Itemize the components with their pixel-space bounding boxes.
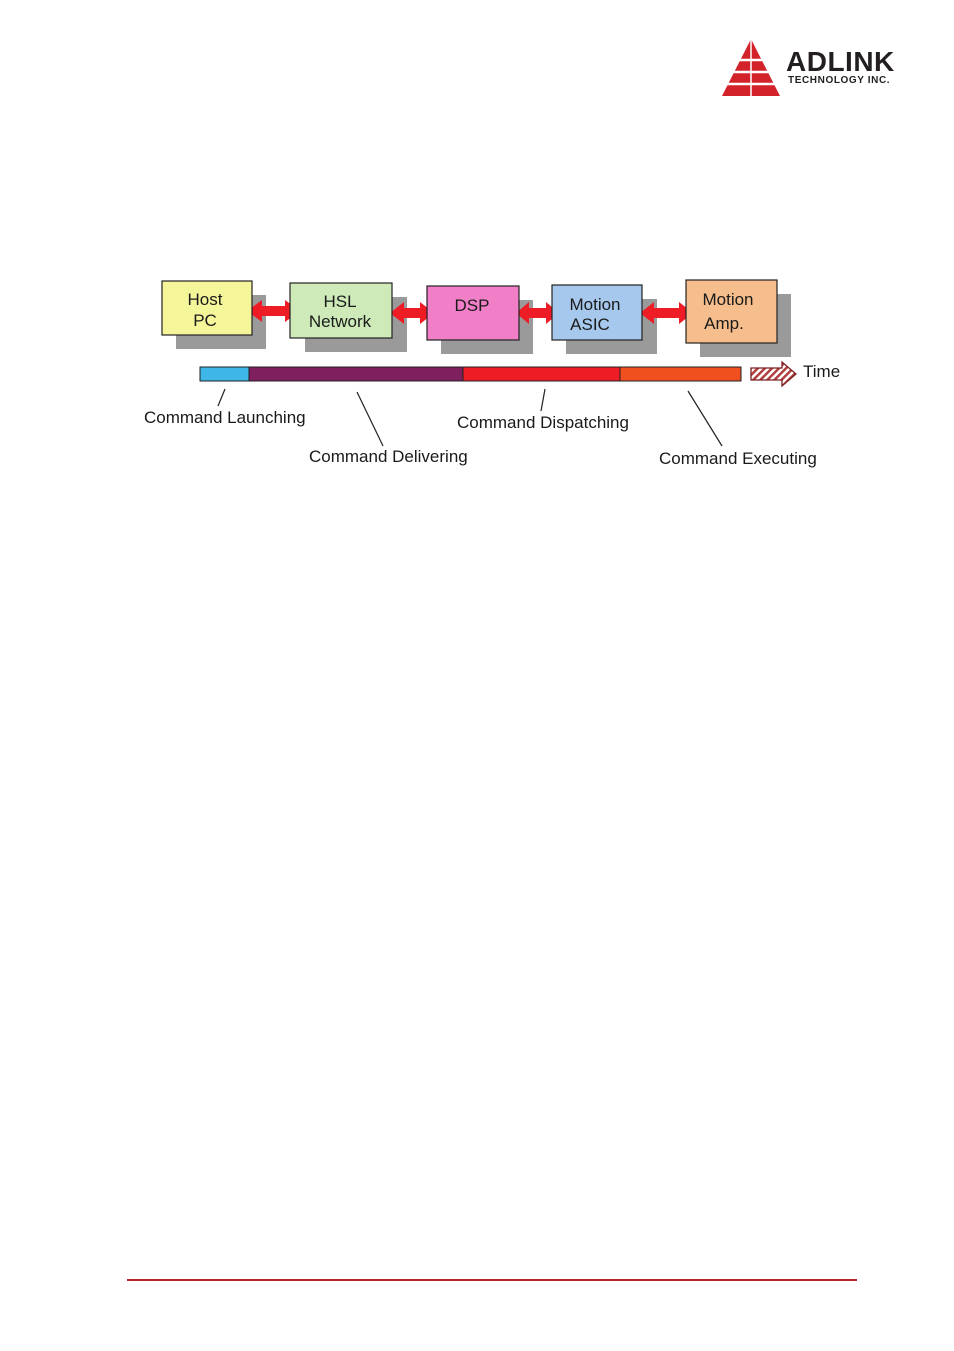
label-command-executing: Command Executing	[659, 449, 817, 468]
leader-command-delivering	[357, 392, 383, 446]
block-hsl-network-line1: HSL	[323, 292, 356, 311]
label-command-dispatching: Command Dispatching	[457, 413, 629, 432]
block-hsl-network-line2: Network	[309, 312, 372, 331]
block-host-pc-line1: Host	[188, 290, 223, 309]
segment-command-dispatching	[463, 367, 620, 381]
label-command-launching: Command Launching	[144, 408, 306, 427]
time-label: Time	[803, 362, 840, 381]
block-motion-asic: Motion ASIC	[552, 285, 642, 340]
segment-command-executing	[620, 367, 741, 381]
segment-command-delivering	[249, 367, 463, 381]
block-host-pc-line2: PC	[193, 311, 217, 330]
block-motion-asic-line1: Motion	[569, 295, 620, 314]
leader-command-executing	[688, 391, 722, 446]
block-dsp-line1: DSP	[455, 296, 490, 315]
block-motion-asic-line2: ASIC	[570, 315, 610, 334]
leader-command-launching	[218, 389, 225, 406]
leader-command-dispatching	[541, 389, 545, 411]
footer-rule	[127, 1279, 857, 1281]
segment-command-launching	[200, 367, 249, 381]
time-arrow-icon	[751, 362, 796, 386]
block-motion-amp-line1: Motion	[702, 290, 753, 309]
block-dsp: DSP	[427, 286, 519, 340]
block-motion-amp-line2: Amp.	[704, 314, 744, 333]
label-command-delivering: Command Delivering	[309, 447, 468, 466]
block-host-pc: Host PC	[162, 281, 252, 335]
block-motion-amp: Motion Amp.	[686, 280, 777, 343]
block-hsl-network: HSL Network	[290, 283, 392, 338]
